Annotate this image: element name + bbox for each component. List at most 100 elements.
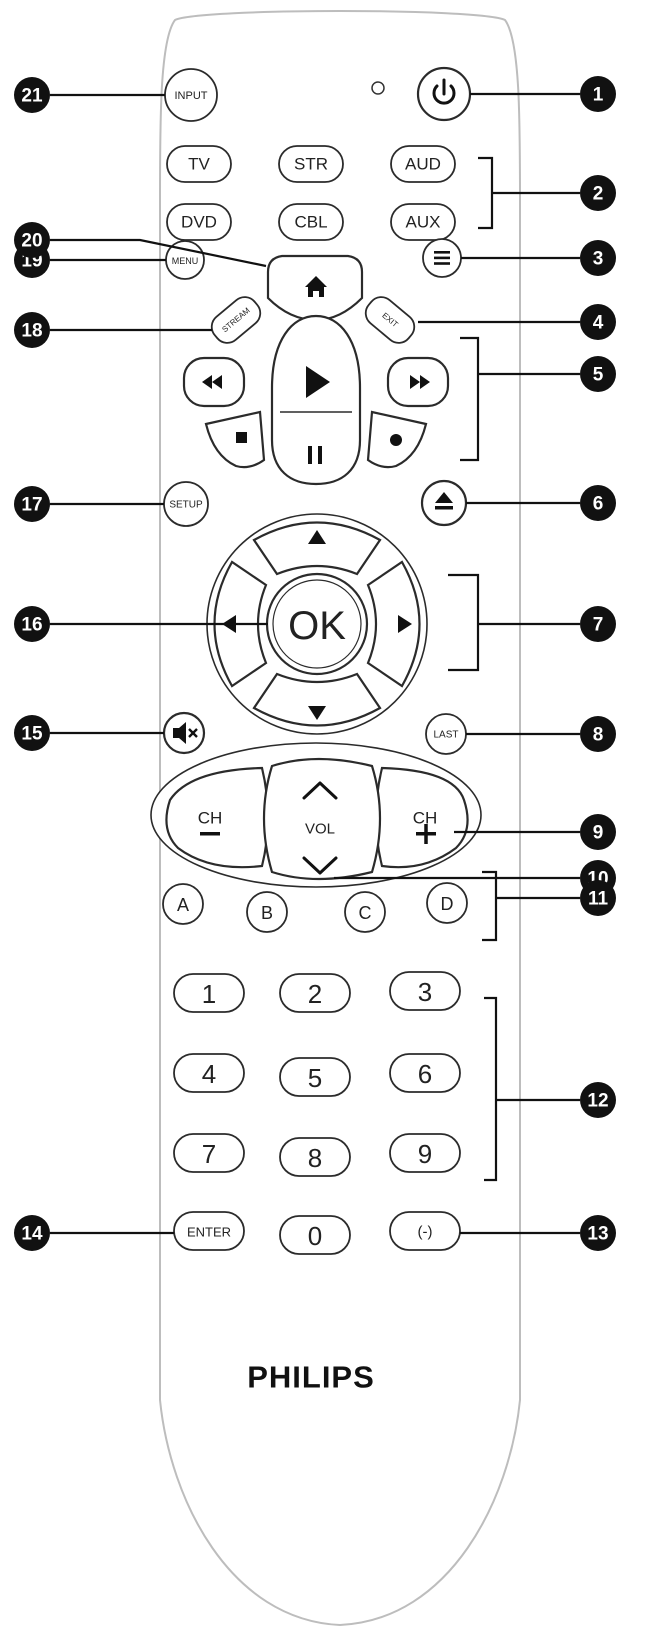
number-5-button[interactable]: 5: [279, 1057, 351, 1097]
dvd-button[interactable]: DVD: [166, 203, 232, 241]
number-2-button[interactable]: 2: [279, 973, 351, 1013]
record-icon: [390, 434, 402, 446]
power-button[interactable]: [416, 66, 472, 122]
channel-up-button[interactable]: CH: [374, 766, 469, 869]
eject-button[interactable]: [420, 479, 468, 527]
number-3-label: 3: [418, 977, 432, 1007]
eject-icon: [435, 492, 453, 510]
callout-20: 20: [14, 222, 50, 258]
mute-button[interactable]: [162, 711, 206, 755]
svg-text:11: 11: [588, 889, 609, 910]
nav-down-button[interactable]: [252, 672, 382, 727]
aud-label: AUD: [405, 155, 441, 174]
input-label: INPUT: [175, 90, 208, 102]
callout-11: 11: [580, 880, 616, 916]
callout-21: 21: [14, 77, 50, 113]
callout-5: 5: [580, 356, 616, 392]
number-1-button[interactable]: 1: [173, 973, 245, 1013]
ok-button[interactable]: OK: [265, 572, 369, 676]
d-label: D: [441, 894, 454, 914]
mute-icon: [173, 722, 198, 744]
number-8-button[interactable]: 8: [279, 1137, 351, 1177]
number-6-label: 6: [418, 1059, 432, 1089]
callout-15: 15: [14, 715, 50, 751]
setup-button[interactable]: SETUP: [163, 481, 209, 527]
number-6-button[interactable]: 6: [389, 1053, 461, 1093]
callout-2: 2: [580, 175, 616, 211]
number-4-button[interactable]: 4: [173, 1053, 245, 1093]
stop-button[interactable]: [204, 410, 266, 469]
rewind-icon: [202, 375, 222, 389]
c-label: C: [359, 903, 372, 923]
dash-button[interactable]: (-): [389, 1211, 461, 1251]
brand-logo: PHILIPS: [247, 1360, 375, 1395]
cbl-button[interactable]: CBL: [278, 203, 344, 241]
number-2-label: 2: [308, 979, 322, 1009]
record-button[interactable]: [366, 410, 428, 469]
svg-text:14: 14: [21, 1224, 43, 1245]
play-icon: [306, 366, 330, 398]
aud-button[interactable]: AUD: [390, 145, 456, 183]
number-9-button[interactable]: 9: [389, 1133, 461, 1173]
callout-16: 16: [14, 606, 50, 642]
callout-8: 8: [580, 716, 616, 752]
channel-down-label: CH: [198, 809, 223, 828]
number-5-label: 5: [308, 1063, 322, 1093]
aux-label: AUX: [406, 213, 441, 232]
cbl-label: CBL: [294, 213, 327, 232]
input-button[interactable]: INPUT: [164, 68, 218, 122]
number-1-label: 1: [202, 979, 216, 1009]
last-button[interactable]: LAST: [425, 713, 467, 755]
callout-3: 3: [580, 240, 616, 276]
d-button[interactable]: D: [426, 882, 468, 924]
number-3-button[interactable]: 3: [389, 971, 461, 1011]
number-7-button[interactable]: 7: [173, 1133, 245, 1173]
svg-text:17: 17: [21, 495, 42, 516]
chevron-up-icon: [302, 781, 338, 800]
volume-label: VOL: [305, 821, 335, 838]
pause-icon: [308, 446, 322, 464]
str-label: STR: [294, 155, 328, 174]
fast-forward-button[interactable]: [386, 356, 450, 408]
rewind-button[interactable]: [182, 356, 246, 408]
callout-1: 1: [580, 76, 616, 112]
channel-up-label: CH: [413, 809, 438, 828]
b-button[interactable]: B: [246, 891, 288, 933]
nav-right-button[interactable]: [366, 560, 421, 688]
options-button[interactable]: [422, 238, 462, 278]
plus-icon: [416, 824, 436, 844]
home-icon: [305, 276, 327, 297]
nav-up-button[interactable]: [252, 521, 382, 576]
svg-text:7: 7: [593, 615, 604, 636]
callout-18: 18: [14, 312, 50, 348]
menu-label: MENU: [172, 256, 199, 266]
number-0-button[interactable]: 0: [279, 1215, 351, 1255]
stop-icon: [236, 432, 247, 443]
chevron-down-icon: [302, 856, 338, 875]
exit-button[interactable]: EXIT: [360, 292, 419, 348]
a-button[interactable]: A: [162, 883, 204, 925]
svg-text:6: 6: [593, 494, 604, 515]
b-label: B: [261, 903, 273, 923]
callout-4: 4: [580, 304, 616, 340]
enter-button[interactable]: ENTER: [173, 1211, 245, 1251]
aux-button[interactable]: AUX: [390, 203, 456, 241]
svg-text:1: 1: [593, 85, 604, 106]
volume-rocker[interactable]: VOL: [262, 757, 382, 881]
c-button[interactable]: C: [344, 891, 386, 933]
stream-button[interactable]: STREAM: [206, 292, 265, 348]
callout-7: 7: [580, 606, 616, 642]
indicator-led: [371, 81, 385, 95]
home-button[interactable]: [266, 254, 364, 322]
arrow-down-icon: [308, 706, 326, 720]
hamburger-menu-icon: [434, 251, 450, 265]
tv-button[interactable]: TV: [166, 145, 232, 183]
setup-label: SETUP: [169, 500, 203, 511]
callout-12: 12: [580, 1082, 616, 1118]
arrow-right-icon: [398, 615, 412, 633]
callout-17: 17: [14, 486, 50, 522]
number-7-label: 7: [202, 1139, 216, 1169]
play-pause-rocker[interactable]: [270, 314, 362, 486]
svg-text:3: 3: [593, 249, 604, 270]
str-button[interactable]: STR: [278, 145, 344, 183]
